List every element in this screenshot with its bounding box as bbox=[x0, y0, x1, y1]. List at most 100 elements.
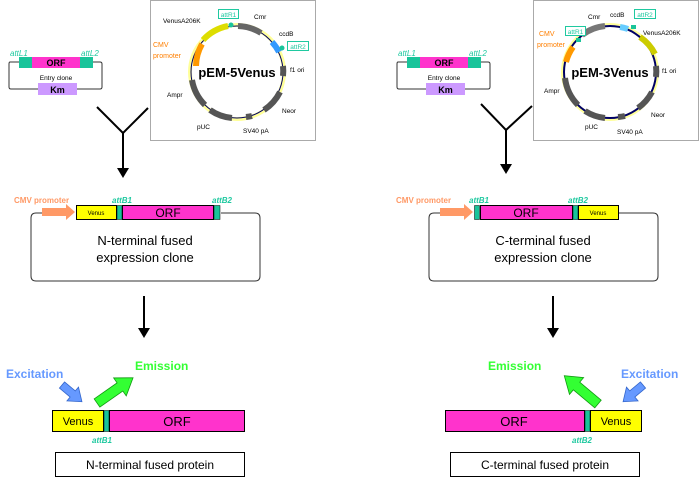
attr2-site bbox=[279, 45, 285, 51]
orf-block bbox=[122, 205, 214, 220]
cmv-promoter-label: CMV promoter bbox=[14, 196, 69, 205]
ccdb-label: ccdB bbox=[279, 31, 293, 38]
sv40-label: SV40 pA bbox=[243, 128, 269, 135]
down-arrow-left bbox=[138, 296, 150, 338]
cmr-label: Cmr bbox=[254, 14, 267, 21]
cmv-feature bbox=[563, 45, 576, 63]
cmv-label-line1: CMV bbox=[539, 31, 555, 38]
orf-block bbox=[480, 205, 573, 220]
expression-clone-backbone bbox=[428, 212, 659, 282]
cmv-promoter-label: CMV promoter bbox=[396, 196, 451, 205]
emission-label: Emission bbox=[488, 359, 541, 373]
plasmid-name: pEM-3Venus bbox=[571, 65, 648, 80]
plasmid-box-border bbox=[533, 0, 699, 141]
sv40-feature bbox=[617, 113, 626, 120]
km-block bbox=[38, 83, 77, 95]
venus-block bbox=[590, 410, 642, 432]
attb2-label: attB2 bbox=[568, 196, 589, 205]
orf-block bbox=[420, 57, 468, 68]
attb2-label: attB2 bbox=[212, 196, 233, 205]
ccdb-feature bbox=[269, 39, 282, 54]
plasmid-name: pEM-5Venus bbox=[198, 65, 275, 80]
attl1-site bbox=[19, 57, 32, 68]
combine-arrow-right bbox=[480, 103, 533, 174]
venus-feature bbox=[638, 34, 658, 56]
excitation-arrow-icon bbox=[622, 381, 647, 403]
orf-label: ORF bbox=[435, 58, 455, 68]
attr2-box bbox=[634, 9, 656, 19]
attl2-label: attL2 bbox=[81, 49, 99, 58]
excitation-label: Excitation bbox=[621, 367, 678, 381]
excitation-arrow-icon bbox=[58, 381, 83, 403]
venus-label: VenusA206K bbox=[163, 18, 201, 25]
excitation-label: Excitation bbox=[6, 367, 63, 381]
venus-label: Venus bbox=[601, 416, 632, 428]
puc-label: pUC bbox=[197, 124, 210, 131]
entry-clone-label: Entry clone bbox=[428, 75, 461, 82]
attb2-site bbox=[572, 205, 579, 220]
orf-label: ORF bbox=[500, 414, 528, 429]
attb1-site bbox=[103, 410, 110, 432]
expression-clone-title-line2: expression clone bbox=[494, 250, 592, 265]
emission-label: Emission bbox=[135, 359, 188, 373]
expression-clone-left: CMV promoter attB1 attB2 Venus ORF N-ter… bbox=[14, 196, 261, 282]
attb2-site bbox=[584, 410, 591, 432]
expression-clone-title-line1: N-terminal fused bbox=[97, 233, 192, 248]
down-arrow-icon bbox=[500, 164, 512, 174]
plasmid-box-border bbox=[150, 0, 316, 141]
protein-left: Excitation Emission Venus ORF attB1 N-te… bbox=[6, 359, 245, 477]
venus-feature bbox=[200, 23, 229, 43]
plasmid-pem-5venus: pEM-5Venus VenusA206K attR1 Cmr ccdB att… bbox=[150, 0, 316, 141]
neor-label: Neor bbox=[282, 108, 297, 115]
attr1-box bbox=[218, 9, 239, 19]
orf-label: ORF bbox=[163, 414, 191, 429]
neor-label: Neor bbox=[651, 112, 666, 119]
right-panel: attL1 attL2 ORF Entry clone Km bbox=[396, 0, 699, 477]
attb1-site bbox=[474, 205, 480, 220]
protein-label: N-terminal fused protein bbox=[86, 458, 214, 472]
cmr-feature bbox=[237, 23, 263, 36]
puc-label: pUC bbox=[585, 124, 598, 131]
protein-label-box bbox=[450, 452, 640, 477]
km-block bbox=[426, 83, 465, 95]
left-panel: attL1 attL2 ORF Entry clone Km bbox=[6, 0, 316, 477]
attb1-label: attB1 bbox=[112, 196, 133, 205]
km-label: Km bbox=[50, 85, 65, 95]
attb1-label: attB1 bbox=[469, 196, 490, 205]
attl1-site bbox=[407, 57, 420, 68]
down-arrow-icon bbox=[117, 168, 129, 178]
orf-block bbox=[109, 410, 245, 432]
cmv-promoter-arrow-icon bbox=[440, 204, 473, 220]
attr1-site bbox=[228, 22, 234, 28]
venus-block bbox=[578, 205, 619, 220]
orf-block bbox=[32, 57, 80, 68]
attr2-label: attR2 bbox=[637, 12, 653, 19]
protein-right: Excitation Emission ORF Venus attB2 C-te… bbox=[445, 359, 678, 477]
expression-clone-right: CMV promoter attB1 attB2 ORF Venus C-ter… bbox=[396, 196, 659, 282]
attr2-site bbox=[631, 25, 636, 29]
sv40-feature bbox=[245, 113, 253, 120]
combine-arrow-left bbox=[96, 106, 149, 178]
orf-label: ORF bbox=[155, 206, 180, 220]
protein-label-box bbox=[55, 452, 245, 477]
puc-feature bbox=[583, 108, 606, 121]
venus-block bbox=[76, 205, 117, 220]
attb2-site bbox=[213, 205, 221, 220]
attb1-label: attB1 bbox=[92, 436, 113, 445]
f1-ori-label: f1 ori bbox=[662, 68, 676, 75]
amp-feature bbox=[189, 79, 208, 108]
down-arrow-icon bbox=[547, 328, 559, 338]
puc-feature bbox=[208, 107, 233, 121]
emission-arrow-icon bbox=[563, 375, 602, 409]
attb2-label: attB2 bbox=[572, 436, 593, 445]
neo-feature bbox=[636, 90, 655, 111]
attl1-label: attL1 bbox=[398, 49, 416, 58]
orf-label: ORF bbox=[513, 206, 538, 220]
attr1-label: attR1 bbox=[221, 12, 237, 19]
expression-clone-title-line2: expression clone bbox=[96, 250, 194, 265]
venus-label: Venus bbox=[63, 416, 94, 428]
ccdb-label: ccdB bbox=[610, 12, 624, 19]
attr1-box bbox=[565, 26, 586, 36]
attb1-site bbox=[116, 205, 123, 220]
